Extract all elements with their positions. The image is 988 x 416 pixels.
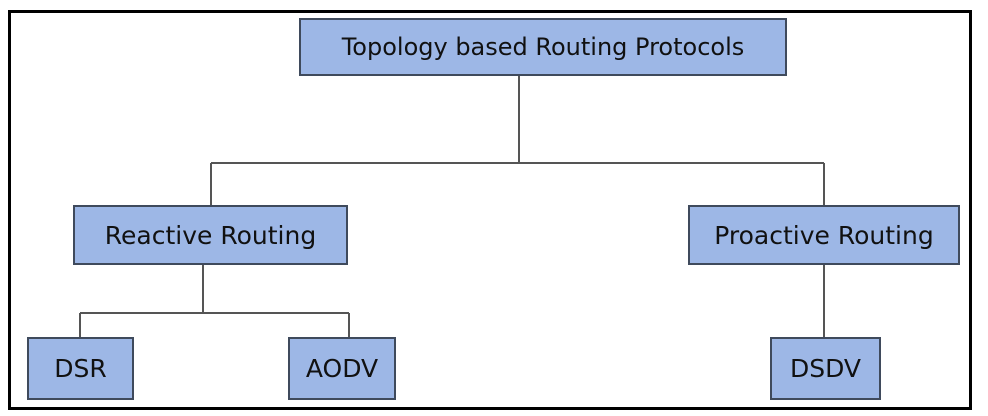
node-dsr: DSR	[27, 337, 134, 400]
node-aodv: AODV	[288, 337, 396, 400]
node-reactive-routing: Reactive Routing	[73, 205, 348, 265]
node-proactive-routing: Proactive Routing	[688, 205, 960, 265]
node-topology-based-routing-protocols: Topology based Routing Protocols	[299, 18, 787, 76]
node-dsdv: DSDV	[770, 337, 881, 400]
